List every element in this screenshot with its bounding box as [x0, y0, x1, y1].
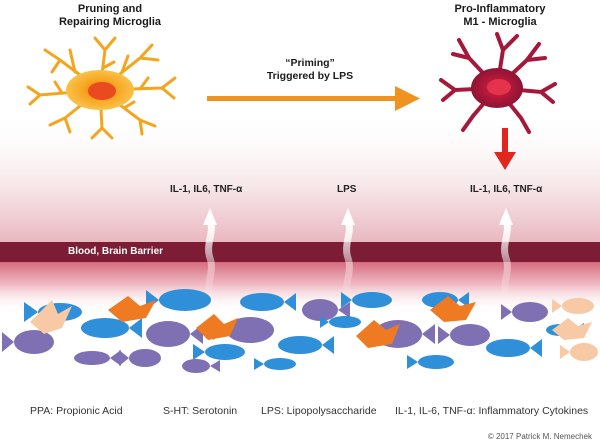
legend-item-cytokines: IL-1, IL-6, TNF-α: Inflammatory Cytokine…	[395, 405, 589, 417]
barrier-band	[0, 242, 600, 262]
legend-item-lps: LPS: Lipopolysaccharide	[261, 405, 377, 417]
priming-label: “Priming” Triggered by LPS	[255, 57, 365, 83]
legend-item-ppa: PPA: Propionic Acid	[30, 405, 123, 417]
lps-wave-center	[341, 208, 355, 304]
resting-microglia-label-line2: Repairing Microglia	[58, 16, 162, 28]
bird-icon	[30, 300, 72, 334]
priming-label-line1: “Priming”	[285, 57, 335, 69]
cytokine-wave-left	[203, 208, 217, 304]
barrier-label: Blood, Brain Barrier	[68, 246, 164, 257]
legend-item-sht: S-HT: Serotonin	[163, 405, 238, 417]
activated-microglia-label-line1: Pro-Inflammatory	[454, 3, 546, 15]
upper-haze	[0, 110, 600, 244]
resting-microglia-label-line1: Pruning and	[77, 3, 143, 15]
signal-label-left: IL-1, IL6, TNF-α	[170, 184, 243, 195]
priming-label-line2: Triggered by LPS	[266, 70, 354, 82]
lower-haze	[0, 262, 600, 312]
signal-label-center: LPS	[337, 184, 357, 195]
cytokine-wave-right	[499, 208, 513, 304]
copyright-credit: © 2017 Patrick M. Nemechek	[487, 432, 592, 441]
gut-microbiome	[2, 289, 598, 373]
priming-arrow	[207, 86, 420, 111]
activated-microglia-label: Pro-Inflammatory M1 - Microglia	[445, 3, 555, 29]
resting-microglia-label: Pruning and Repairing Microglia	[55, 3, 165, 29]
resting-microglia-icon	[26, 36, 177, 140]
signal-label-right: IL-1, IL6, TNF-α	[470, 184, 543, 195]
cytokine-release-arrow	[494, 128, 516, 170]
activated-microglia-icon	[439, 32, 557, 134]
activated-microglia-label-line2: M1 - Microglia	[463, 16, 537, 28]
